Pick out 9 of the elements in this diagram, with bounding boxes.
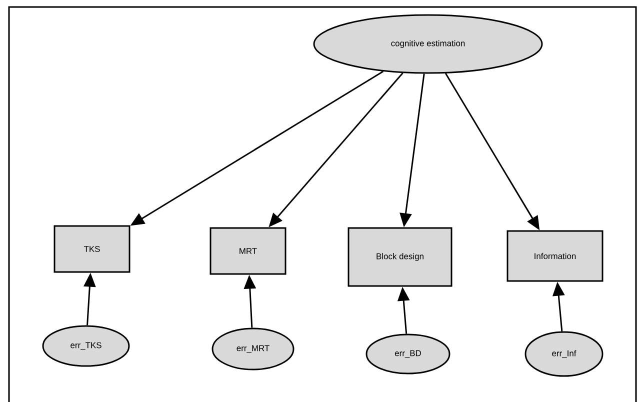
ellipse-node: cognitive estimation [313,14,543,74]
rectangle-node: TKS [54,225,130,273]
rectangle-node: Information [506,230,604,282]
ellipse-node: err_Inf [524,331,604,377]
ellipse-node: err_MRT [212,328,294,370]
rectangle-node: MRT [210,227,286,275]
ellipse-node: err_BD [366,334,450,374]
ellipse-node: err_TKS [42,325,130,367]
rectangle-node: Block design [348,227,452,287]
